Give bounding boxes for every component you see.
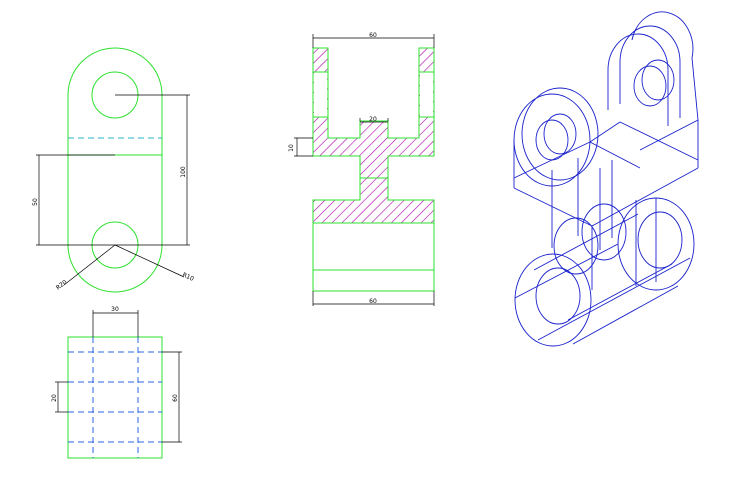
dim-radius-inner: R10 [181, 271, 195, 282]
isometric-view [513, 11, 699, 347]
dim-top-width: 60 [369, 32, 377, 39]
dim-bottom-width: 60 [369, 298, 377, 305]
dim-step-height: 10 [288, 144, 295, 152]
dim-radius-outer: R20 [55, 279, 69, 292]
dim-slot: 20 [51, 394, 58, 402]
dim-height-total: 100 [180, 166, 187, 178]
front-view: 100 50 R20 R10 [32, 47, 195, 293]
section-view: 60 20 10 60 [288, 32, 435, 306]
dim-inner-width: 30 [111, 306, 119, 313]
dim-depth: 60 [172, 394, 179, 402]
top-view: 30 20 60 [51, 306, 182, 459]
dim-height-lower: 50 [32, 198, 39, 206]
dim-neck-width: 20 [369, 116, 377, 123]
lower-section-hatch [312, 177, 435, 224]
